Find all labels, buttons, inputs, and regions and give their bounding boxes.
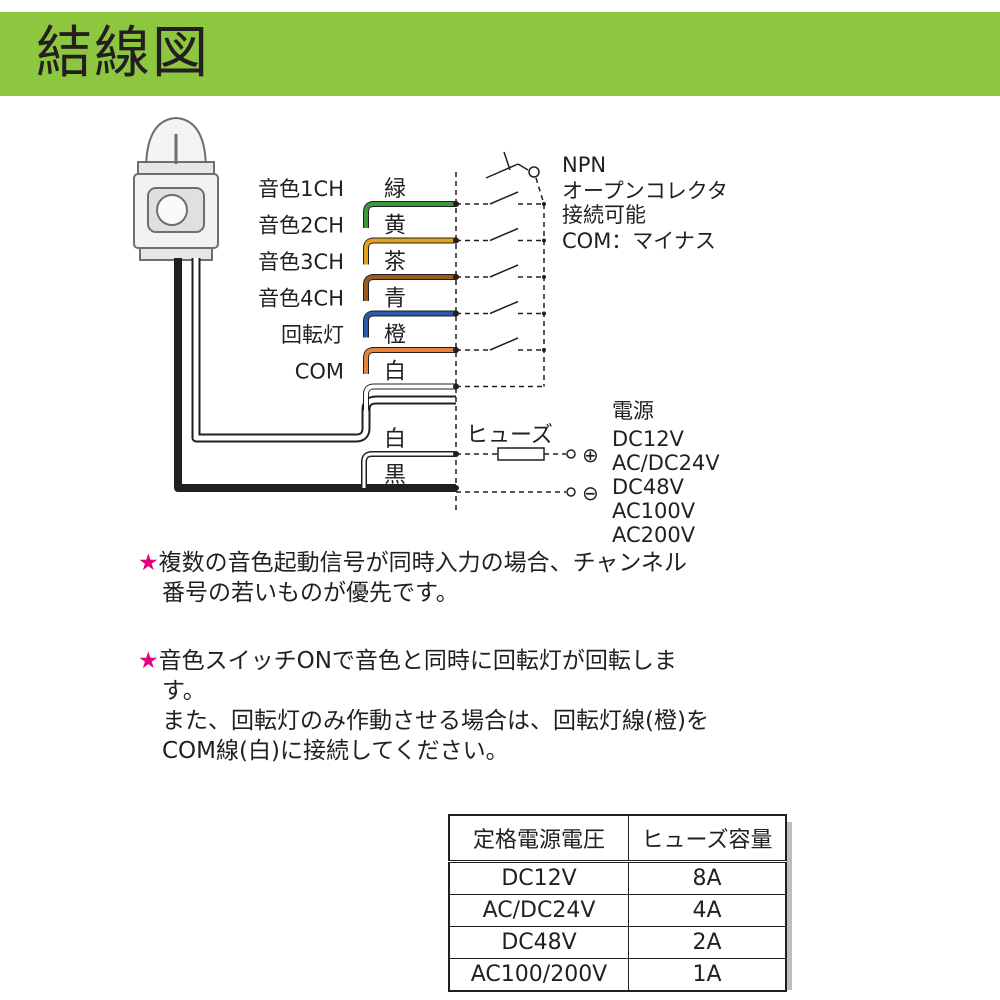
wire-color-label: 白 [384,360,406,385]
table-header-row: 定格電源電圧 ヒューズ容量 [448,814,787,863]
table-cell-voltage: AC100/200V [448,958,629,992]
npn-note-line-3: 接続可能 [562,203,646,227]
cable-signal-inner [193,258,456,441]
channel-wires [363,201,459,411]
note-1-line-2: 番号の若いものが優先です。 [162,580,459,606]
switch-blade [489,264,519,278]
channel-label: 音色3CH [258,250,344,274]
fuse-label: ヒューズ [466,423,553,448]
power-wire-black-label: 黒 [384,463,406,488]
table-header-voltage: 定格電源電圧 [448,814,629,863]
power-source: 電源 DC12V AC/DC24V DC48V AC100V AC200V [612,399,720,547]
power-wire-white-label: 白 [384,427,406,452]
wire-color-label: 黄 [384,214,406,239]
switch-blade [489,337,519,351]
wire-color-label: 緑 [384,177,406,202]
power-wires: 白 黒 ⊕ ⊖ ヒューズ [361,423,599,505]
switch-blade [489,300,519,315]
channel-wire-outline [363,237,456,265]
channel-label: 音色2CH [258,214,344,238]
table-row: AC100/200V 1A [448,958,787,992]
npn-note-line-4: COM：マイナス [562,229,716,253]
npn-note-line-2: オープンコレクタ [562,179,728,203]
power-voltage-1: DC12V [612,427,685,451]
power-voltage-5: AC200V [612,523,696,547]
channel-label: 音色1CH [258,177,344,201]
note-2-star-icon: ★ [138,648,159,674]
plus-terminal-icon: ⊕ [582,443,599,467]
channel-wire-outline [363,201,456,228]
table-cell-fuse: 2A [628,926,787,959]
transistor-symbol [485,151,540,179]
power-voltage-2: AC/DC24V [612,451,720,475]
table-header-fuse: ヒューズ容量 [628,814,787,863]
table-row: DC48V 2A [448,926,787,959]
table-cell-fuse: 4A [628,894,787,927]
note-2-line-2: す。 [162,678,206,704]
table-cell-voltage: DC48V [448,926,629,959]
npn-note: NPN オープンコレクタ 接続可能 COM：マイナス [562,153,728,253]
table-cell-fuse: 1A [628,958,787,992]
table-row: DC12V 8A [448,861,787,895]
channel-label: 音色4CH [258,287,344,311]
wire-color-label: 橙 [384,323,406,348]
wire-color-label: 茶 [384,250,406,275]
wire-color-label: 青 [384,287,406,312]
channel-label: 回転灯 [281,323,344,347]
channel-wire [364,384,456,411]
power-label: 電源 [612,399,654,423]
channel-wire-outline [363,347,456,374]
common-to-transistor [535,177,545,205]
fuse-symbol [497,447,545,461]
table-cell-voltage: DC12V [448,861,629,895]
power-wire-white-inner [362,452,456,488]
rotating-light-device [133,116,219,261]
fuse-table: 定格電源電圧 ヒューズ容量 DC12V 8A AC/DC24V 4A DC48V… [448,814,787,992]
note-2: ★音色スイッチONで音色と同時に回転灯が回転しま す。 また、回転灯のみ作動させ… [138,646,818,766]
channel-wire [364,348,456,374]
channel-label: COM [295,360,344,384]
note-2-line-3: また、回転灯のみ作動させる場合は、回転灯線(橙)を [162,708,709,734]
channel-wire [364,275,456,301]
table-cell-voltage: AC/DC24V [448,894,629,927]
power-voltage-3: DC48V [612,475,685,499]
header-bar: 結線図 [0,12,1000,96]
switch-blade [489,191,519,205]
channel-wire [364,238,456,265]
note-1: ★複数の音色起動信号が同時入力の場合、チャンネル 番号の若いものが優先です。 [138,548,818,608]
note-1-line-1: 複数の音色起動信号が同時入力の場合、チャンネル [158,550,687,576]
page-title: 結線図 [36,21,210,86]
channel-wire [364,202,456,228]
channel-wire-outline [363,274,456,301]
speaker-grille [156,194,188,226]
switch-blade [489,227,519,242]
note-2-line-4: COM線(白)に接続してください。 [162,738,509,764]
table-row: AC/DC24V 4A [448,894,787,927]
power-voltage-4: AC100V [612,499,696,523]
note-1-star-icon: ★ [138,550,159,576]
minus-terminal-icon: ⊖ [582,481,599,505]
power-wire-white [361,451,456,488]
channel-wire [364,311,456,338]
switch-contacts [456,177,546,388]
channel-wire-outline [363,310,456,338]
table-shadow [786,822,792,990]
note-2-line-1: 音色スイッチONで音色と同時に回転灯が回転しま [158,648,677,674]
table-cell-fuse: 8A [628,861,787,895]
npn-note-line-1: NPN [562,153,606,177]
